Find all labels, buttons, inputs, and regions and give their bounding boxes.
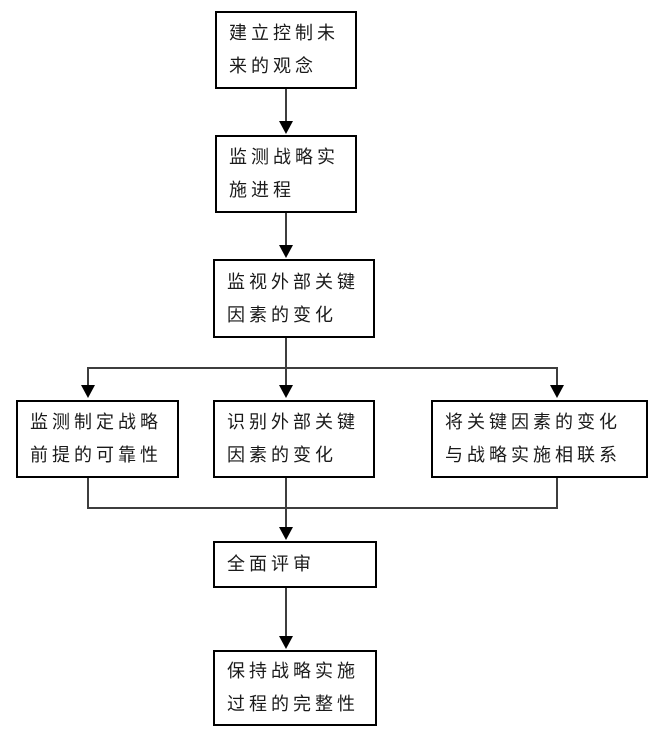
node-text-line: 全面评审 xyxy=(227,554,315,574)
connector-line xyxy=(87,507,558,509)
node-text-line: 建立控制未 xyxy=(229,23,339,43)
flow-node-monitor-strategy-progress: 监测战略实 施进程 xyxy=(215,135,357,213)
node-text-line: 监测制定战略 xyxy=(30,412,162,432)
node-text-line: 将关键因素的变化 xyxy=(445,412,621,432)
connector-line xyxy=(285,338,287,369)
node-text-line: 前提的可靠性 xyxy=(30,445,162,465)
connector-line xyxy=(285,367,287,386)
connector-line xyxy=(285,213,287,246)
arrow-down-icon xyxy=(279,245,293,258)
flow-node-monitor-premise-reliability: 监测制定战略 前提的可靠性 xyxy=(16,400,179,478)
node-text-line: 因素的变化 xyxy=(227,304,337,325)
node-text-line: 监测战略实 xyxy=(229,147,339,167)
connector-line xyxy=(285,588,287,637)
connector-line xyxy=(87,367,89,386)
connector-line xyxy=(556,367,558,386)
node-text-line: 监视外部关键 xyxy=(227,271,359,292)
arrow-down-icon xyxy=(279,121,293,134)
flow-node-comprehensive-review: 全面评审 xyxy=(213,541,377,588)
node-text-line: 识别外部关键 xyxy=(227,412,359,432)
flow-node-identify-key-factor-changes: 识别外部关键 因素的变化 xyxy=(213,400,375,478)
arrow-down-icon xyxy=(279,527,293,540)
node-text-line: 保持战略实施 xyxy=(227,661,359,681)
arrow-down-icon xyxy=(279,385,293,398)
node-text-line: 因素的变化 xyxy=(227,445,337,465)
arrow-down-icon xyxy=(279,636,293,649)
connector-line xyxy=(285,478,287,528)
connector-line xyxy=(87,478,89,509)
node-text-line: 与战略实施相联系 xyxy=(445,445,621,465)
node-text-line: 过程的完整性 xyxy=(227,694,359,714)
arrow-down-icon xyxy=(81,385,95,398)
flow-node-link-changes-to-implementation: 将关键因素的变化 与战略实施相联系 xyxy=(431,400,648,478)
flow-node-maintain-process-integrity: 保持战略实施 过程的完整性 xyxy=(213,650,377,726)
node-text-line: 来的观念 xyxy=(229,56,317,76)
arrow-down-icon xyxy=(550,385,564,398)
connector-line xyxy=(285,89,287,122)
node-text-line: 施进程 xyxy=(229,180,295,200)
connector-line xyxy=(556,478,558,509)
connector-line xyxy=(87,367,558,369)
flow-node-establish-concept: 建立控制未 来的观念 xyxy=(215,11,357,89)
flow-node-watch-external-key-factors: 监视外部关键 因素的变化 xyxy=(213,259,375,338)
